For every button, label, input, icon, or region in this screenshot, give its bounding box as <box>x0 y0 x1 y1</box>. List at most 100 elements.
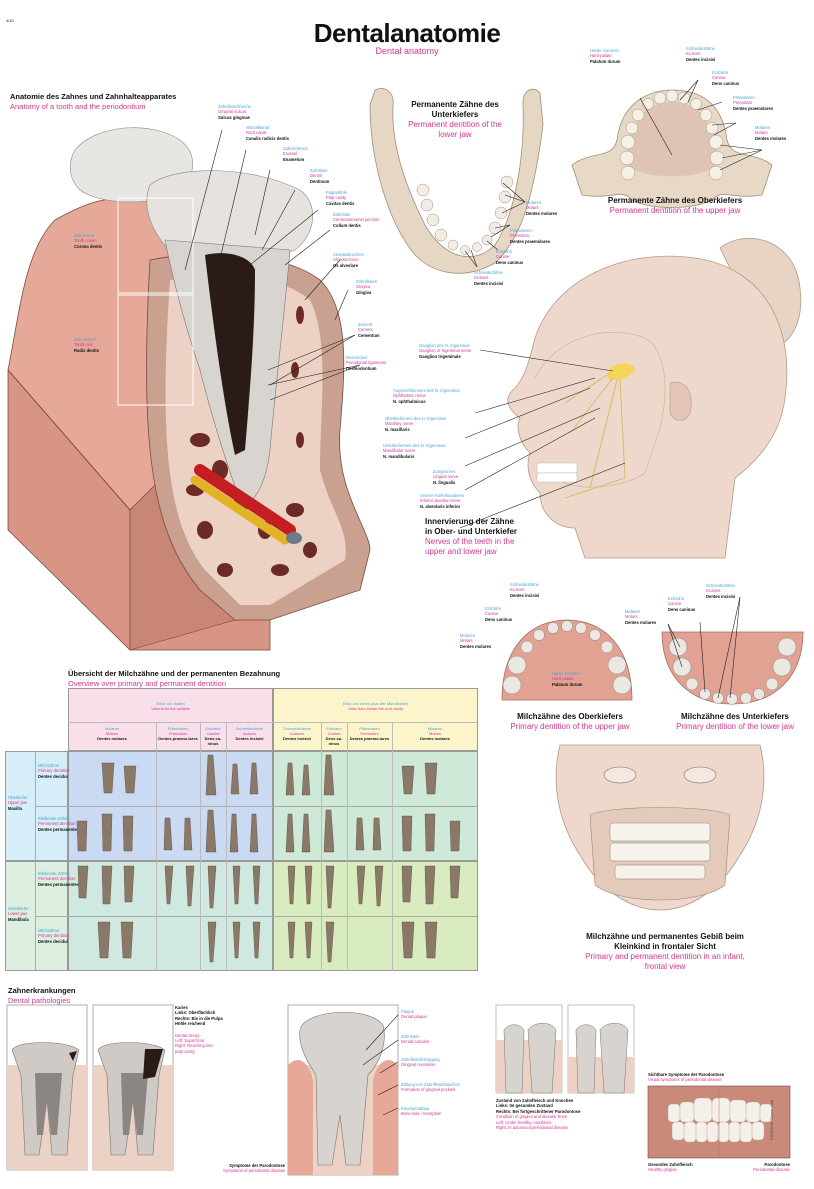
caption-en: Nerves of the teeth in the upper and low… <box>425 537 515 556</box>
label-en: Gingival sulcus <box>218 109 247 115</box>
label-la: Dentes molares <box>526 210 558 216</box>
caries-en-2: Right: Reaching into <box>175 1043 213 1049</box>
skull-outline <box>534 331 666 488</box>
label-la: Dentes incisivi <box>510 592 540 598</box>
label-la: Radix dentis <box>74 347 99 353</box>
right-eye <box>683 766 717 784</box>
label-en: Incisors <box>510 587 525 593</box>
col-en: Incisors <box>290 731 304 736</box>
teeth-row <box>536 462 578 483</box>
label-la: Cementum <box>358 332 380 338</box>
jaw-de: Unterkiefer <box>8 906 29 911</box>
caption-en: Permanent dentition of the lower jaw <box>408 120 502 139</box>
label-de: Alveolarknochen <box>333 252 364 257</box>
label-de: Ganglion des N. trigeminus <box>419 343 470 348</box>
label-de: Plaque <box>401 1009 415 1014</box>
label-de: Molaren <box>526 200 542 205</box>
label-de: Eckzahn <box>485 606 502 611</box>
label-de: Harter Gaumen <box>590 48 619 53</box>
label-en: Hard palate <box>590 53 612 59</box>
label-en: Enamel <box>283 151 298 157</box>
col-de: Eckzahn <box>205 726 221 731</box>
label-en: Canine <box>712 75 726 81</box>
row-en: Permanent dentition <box>38 821 76 827</box>
label-de: Zahnfleischrückgang <box>401 1057 440 1062</box>
condition-de-1: Links: Im gesunden Zustand <box>496 1103 553 1109</box>
col-la: Dens ca-ninus <box>325 736 343 746</box>
label-de: Unterer Kieferkanalnerv <box>420 493 465 498</box>
col-de: Prämolaren <box>359 726 380 731</box>
caption-en: Permanent dentition of the upper jaw <box>609 206 741 215</box>
label-en: Lingual nerve <box>433 474 459 480</box>
label-de: Schneidezähne <box>706 583 735 588</box>
label-en: Premolars <box>510 233 530 239</box>
label-de: Zahnfleisch <box>356 279 378 284</box>
poster-code: 4/10 <box>6 18 14 23</box>
leader-lines <box>639 79 763 171</box>
caries-text: Karies Links: Oberflächlich Rechts: Bis … <box>175 1005 223 1054</box>
label-de: Harter Gaumen <box>552 671 581 676</box>
primary-upper-caption: Milchzähne des Oberkiefers Primary denti… <box>490 712 650 732</box>
lower-jaw-caption: Permanente Zähne des Unterkiefers Perman… <box>405 100 505 140</box>
label-de: Augenhöhlennerv des N. trigeminus <box>393 388 460 393</box>
jaw-en: Upper jaw <box>8 800 27 806</box>
label-de: Schneidezähne <box>510 582 539 587</box>
label-la: Ganglion trigeminale <box>419 353 461 359</box>
condition-en-1: Left: Under healthy conditions <box>496 1119 552 1125</box>
caption-de: Milchzähne des Oberkiefers <box>517 712 623 721</box>
caries-de-3: Höhle reichend <box>175 1021 206 1027</box>
maxilla-illustration <box>571 79 773 208</box>
label-la: Palatum durum <box>590 58 621 64</box>
label-en: Cementoenamel junction <box>333 217 380 223</box>
label-de: Desmodont <box>346 355 368 360</box>
infant-skull-illustration <box>555 744 765 911</box>
row-la: Dentes decidui <box>38 938 68 944</box>
view-de: Blick von innen (aus der Mundhöhle) <box>343 701 408 706</box>
label-de: Unterkiefernerv des N. trigeminus <box>383 443 446 448</box>
row-de: Bleibende Zähne <box>38 871 70 876</box>
leader-lines <box>667 596 741 699</box>
row-en: Primary dentition <box>38 768 70 774</box>
healthy-panel <box>495 1004 563 1094</box>
col-la: Dentes molares <box>97 736 127 741</box>
label-en: Cement <box>358 327 373 333</box>
caries-en-1: Left: Superficial <box>175 1038 204 1044</box>
label-en: Root canal <box>246 130 267 136</box>
crown-bracket <box>117 197 194 294</box>
caption-de: Milchzähne des Unterkiefers <box>680 712 790 721</box>
label-de: Knochenabbau <box>401 1106 430 1111</box>
trigeminal-ganglion <box>607 363 635 381</box>
col-en: Molars <box>105 731 118 736</box>
caries-de-1: Links: Oberflächlich <box>175 1010 216 1016</box>
visual-de: Sichtbare Symptome der Parodontose <box>648 1072 725 1077</box>
label-la: Dentinum <box>310 178 330 184</box>
disease-en: Periodontal disease <box>753 1167 790 1173</box>
label-en: Molars <box>755 130 768 136</box>
label-en: Dental plaque <box>401 1014 427 1020</box>
caption-de: Milchzähne und permanentes Gebiß beim Kl… <box>586 932 744 951</box>
perio-caption: Symptome der Parodontose Symptoms of per… <box>185 1163 285 1174</box>
label-la: Dens caninus <box>668 606 696 612</box>
periodontal-illustration <box>287 1004 399 1176</box>
caption-en: Primary dentition of the upper jaw <box>510 722 630 731</box>
title-de: Übersicht der Milchzähne und der permane… <box>68 669 281 678</box>
label-la: Dens caninus <box>496 259 524 265</box>
label-de: Molaren <box>755 125 771 130</box>
